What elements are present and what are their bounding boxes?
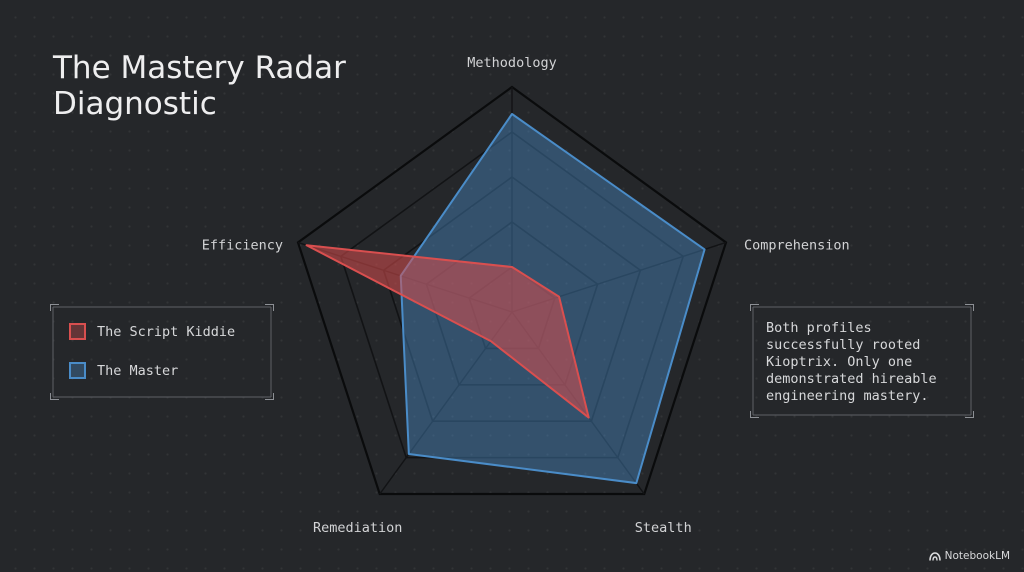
grid-ring-4 xyxy=(339,131,685,459)
axis-label-remediation: Remediation xyxy=(313,520,402,536)
legend-swatch-script-kiddie xyxy=(69,323,86,340)
notebooklm-logo-icon xyxy=(928,551,941,561)
legend-label-script-kiddie: The Script Kiddie xyxy=(97,323,236,340)
brand-label: NotebookLM xyxy=(944,550,1010,562)
legend-label-master: The Master xyxy=(97,362,179,379)
page-title: The Mastery Radar Diagnostic xyxy=(53,50,346,122)
legend-item-script-kiddie: The Script Kiddie xyxy=(69,323,235,340)
legend-swatch-master xyxy=(69,362,86,379)
axis-label-stealth: Stealth xyxy=(635,520,692,536)
radar-series xyxy=(305,113,706,485)
axis-label-efficiency: Efficiency xyxy=(202,237,283,253)
notebooklm-branding: NotebookLM xyxy=(928,550,1010,562)
series-the-script-kiddie xyxy=(305,244,590,419)
legend-frame xyxy=(50,304,274,400)
axis-label-comprehension: Comprehension xyxy=(744,237,850,253)
legend-item-master: The Master xyxy=(69,362,178,379)
legend: The Script Kiddie The Master xyxy=(50,304,274,400)
grid-spoke-remediation xyxy=(379,311,513,495)
note-text: Both profiles successfully rooted Kioptr… xyxy=(766,320,937,404)
note-box: Both profiles successfully rooted Kioptr… xyxy=(750,304,974,418)
axis-label-methodology: Methodology xyxy=(467,55,556,71)
grid-ring-5 xyxy=(296,85,728,496)
